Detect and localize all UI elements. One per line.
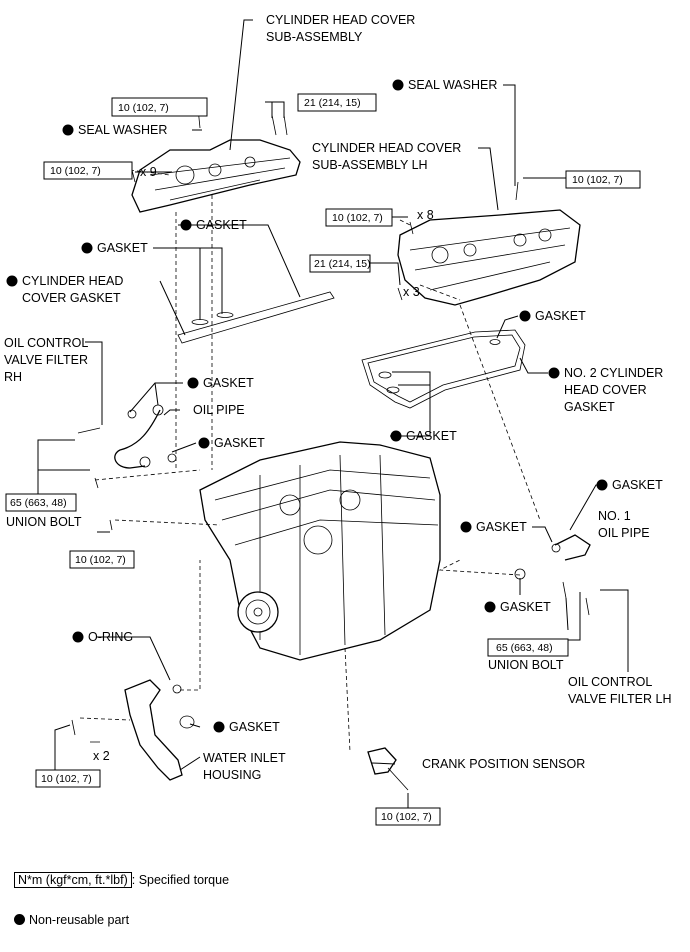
torque-box-7: [5, 493, 77, 512]
label-gasket-j: GASKET: [229, 720, 280, 734]
torque-label-2: 21 (214, 15): [304, 97, 361, 109]
cylinder-head-cover-lh-part: [397, 209, 581, 306]
torque-box-6: [309, 254, 371, 273]
nonreusable-dot-gasket-d: [187, 377, 199, 389]
cylinder-head-cover-rh-part: [131, 139, 301, 213]
nonreusable-dot-gasket-e: [198, 437, 210, 449]
label-water-inlet-housing-2: HOUSING: [203, 768, 261, 782]
torque-box-9: [487, 638, 569, 657]
torque-label-5: 10 (102, 7): [332, 212, 383, 224]
part-labels: CYLINDER HEAD COVER SUB-ASSEMBLY SEAL WA…: [4, 13, 672, 782]
legend-torque: N*m (kgf*cm, ft.*lbf): Specified torque: [14, 872, 230, 888]
nonreusable-dot-gasket-a: [180, 219, 192, 231]
qty-x2: x 2: [93, 749, 110, 763]
torque-box-8: [69, 550, 135, 569]
oil-pipe-rh-part: [114, 404, 177, 469]
label-ocv-filter-lh-2: VALVE FILTER LH: [568, 692, 672, 706]
label-ocv-filter-rh-2: VALVE FILTER: [4, 353, 88, 367]
nonreusable-dot-gasket-f: [390, 430, 402, 442]
label-union-bolt-left: UNION BOLT: [6, 515, 82, 529]
nonreusable-dot-cylinder-head-cover-gasket: [6, 275, 18, 287]
label-no2-gasket-3: GASKET: [564, 400, 615, 414]
label-no1-oil-pipe-1: NO. 1: [598, 509, 631, 523]
label-water-inlet-housing-1: WATER INLET: [203, 751, 286, 765]
torque-box-11: [375, 807, 441, 826]
label-ocv-filter-lh-1: OIL CONTROL: [568, 675, 652, 689]
no1-oil-pipe-part: [514, 534, 591, 580]
nonreusable-dot-gasket-j: [213, 721, 225, 733]
label-ocv-filter-rh-1: OIL CONTROL: [4, 336, 88, 350]
leader-lines: [37, 19, 629, 808]
legend-nonreusable-dot: [14, 914, 25, 925]
legend-torque-unit: N*m (kgf*cm, ft.*lbf): [14, 872, 132, 888]
legend-torque-desc: : Specified torque: [131, 873, 230, 887]
nonreusable-dot-gasket-b: [81, 242, 93, 254]
nonreusable-dot-gasket-g: [596, 479, 608, 491]
nonreusable-dot-seal-washer-right: [392, 79, 404, 91]
label-seal-washer-left: SEAL WASHER: [78, 123, 167, 137]
engine-block-part: [199, 441, 441, 661]
torque-box-4: [565, 170, 641, 189]
label-no2-gasket-2: HEAD COVER: [564, 383, 647, 397]
label-seal-washer-right: SEAL WASHER: [408, 78, 497, 92]
qty-x9: x 9: [140, 165, 157, 179]
water-inlet-housing-part: [124, 679, 195, 781]
label-no2-gasket-1: NO. 2 CYLINDER: [564, 366, 663, 380]
label-gasket-c: GASKET: [535, 309, 586, 323]
label-cylinder-head-cover-lh-1: CYLINDER HEAD COVER: [312, 141, 461, 155]
label-gasket-g: GASKET: [612, 478, 663, 492]
qty-x3: x 3: [403, 285, 420, 299]
nonreusable-dot-gasket-i: [484, 601, 496, 613]
torque-box-5: [325, 208, 393, 227]
torque-box-10: [35, 769, 101, 788]
label-gasket-h: GASKET: [476, 520, 527, 534]
crank-position-sensor-part: [367, 747, 409, 791]
label-oil-pipe: OIL PIPE: [193, 403, 245, 417]
torque-label-3: 10 (102, 7): [50, 165, 101, 177]
label-gasket-a: GASKET: [196, 218, 247, 232]
nonreusable-dot-gasket-c: [519, 310, 531, 322]
label-no1-oil-pipe-2: OIL PIPE: [598, 526, 650, 540]
torque-box-3: [43, 161, 133, 180]
torque-label-11: 10 (102, 7): [381, 811, 432, 823]
qty-x8: x 8: [417, 208, 434, 222]
torque-label-7: 65 (663, 48): [10, 497, 67, 509]
torque-label-9: 65 (663, 48): [496, 642, 553, 654]
label-ocv-filter-rh-3: RH: [4, 370, 22, 384]
torque-label-6: 21 (214, 15): [314, 258, 371, 270]
torque-label-8: 10 (102, 7): [75, 554, 126, 566]
torque-label-4: 10 (102, 7): [572, 174, 623, 186]
label-cylinder-head-cover-subassembly-2: SUB-ASSEMBLY: [266, 30, 363, 44]
label-cylinder-head-cover-lh-2: SUB-ASSEMBLY LH: [312, 158, 428, 172]
label-gasket-i: GASKET: [500, 600, 551, 614]
label-cylinder-head-cover-subassembly-1: CYLINDER HEAD COVER: [266, 13, 415, 27]
no2-cylinder-head-cover-gasket-part: [361, 329, 526, 409]
label-o-ring: O-RING: [88, 630, 133, 644]
legend-nonreusable: Non-reusable part: [14, 913, 129, 927]
quantity-labels: x 9 x 8 x 3 x 2: [93, 165, 434, 763]
torque-box-2: [297, 93, 377, 112]
legend-nonreusable-text: Non-reusable part: [29, 913, 130, 927]
nonreusable-dot-seal-washer-left: [62, 124, 74, 136]
label-crank-position-sensor: CRANK POSITION SENSOR: [422, 757, 585, 771]
nonreusable-dot-no2-gasket: [548, 367, 560, 379]
torque-label-1: 10 (102, 7): [118, 102, 169, 114]
assembly-lines: [79, 169, 541, 753]
label-gasket-d: GASKET: [203, 376, 254, 390]
nonreusable-dot-o-ring: [72, 631, 84, 643]
label-cylinder-head-cover-gasket-2: COVER GASKET: [22, 291, 121, 305]
torque-boxes: 10 (102, 7) 21 (214, 15) 10 (102, 7) 10 …: [5, 93, 641, 826]
torque-box-1: [111, 97, 208, 117]
label-gasket-b: GASKET: [97, 241, 148, 255]
label-union-bolt-right: UNION BOLT: [488, 658, 564, 672]
nonreusable-dot-gasket-h: [460, 521, 472, 533]
label-gasket-e: GASKET: [214, 436, 265, 450]
torque-label-10: 10 (102, 7): [41, 773, 92, 785]
label-cylinder-head-cover-gasket-1: CYLINDER HEAD: [22, 274, 123, 288]
label-gasket-f: GASKET: [406, 429, 457, 443]
cylinder-head-cover-gasket-part: [177, 291, 335, 344]
